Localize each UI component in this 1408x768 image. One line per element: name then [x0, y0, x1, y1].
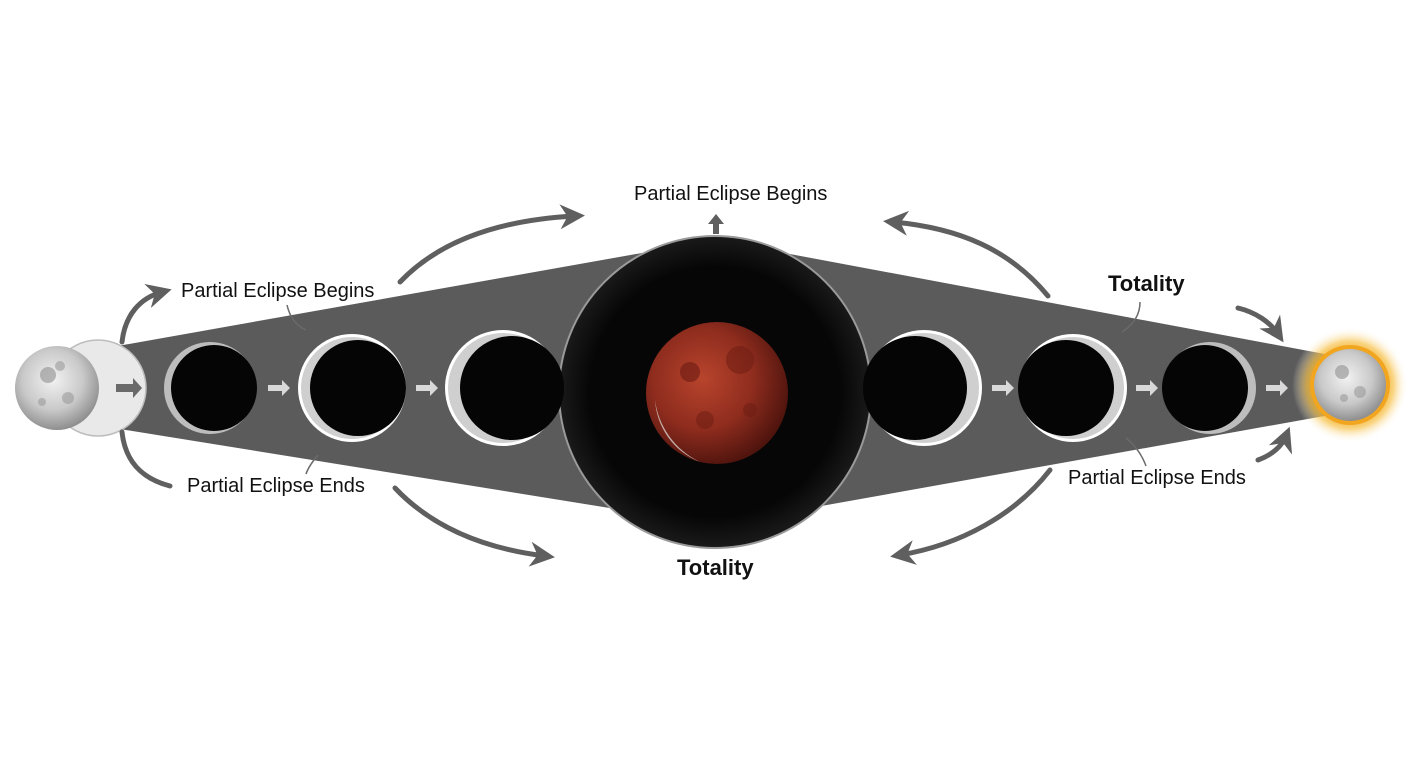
blood-moon-icon: [646, 322, 788, 464]
arrow-icon: [397, 204, 585, 285]
label-bottom-center: Totality: [677, 555, 754, 580]
label-top-right: Totality: [1108, 271, 1185, 296]
arrow-icon: [708, 214, 724, 234]
label-bottom-left: Partial Eclipse Ends: [187, 475, 365, 497]
crescent-phase-icon: [863, 330, 982, 446]
crescent-phase-icon: [164, 342, 257, 434]
crescent-phase-icon: [445, 330, 564, 446]
arrow-icon: [1255, 426, 1293, 463]
curved-arrows: [119, 204, 1293, 567]
sun-glow-icon: [1292, 327, 1408, 443]
arrow-icon: [119, 283, 172, 345]
crescent-phase-icon: [298, 334, 406, 442]
label-top-center: Partial Eclipse Begins: [634, 183, 828, 205]
arrow-icon: [1235, 305, 1284, 343]
crescent-phase-icon: [1162, 342, 1256, 434]
crescent-phase-icon: [1018, 334, 1127, 442]
label-top-left: Partial Eclipse Begins: [181, 280, 375, 302]
leader-lines: [286, 301, 1147, 475]
arrow-icon: [890, 467, 1053, 565]
arrow-icon: [392, 485, 555, 567]
full-moon-icon: [15, 339, 147, 437]
arrow-icon: [883, 210, 1051, 299]
label-bottom-right: Partial Eclipse Ends: [1068, 467, 1246, 489]
arrow-icon: [116, 378, 1288, 398]
arrow-icon: [119, 429, 173, 489]
